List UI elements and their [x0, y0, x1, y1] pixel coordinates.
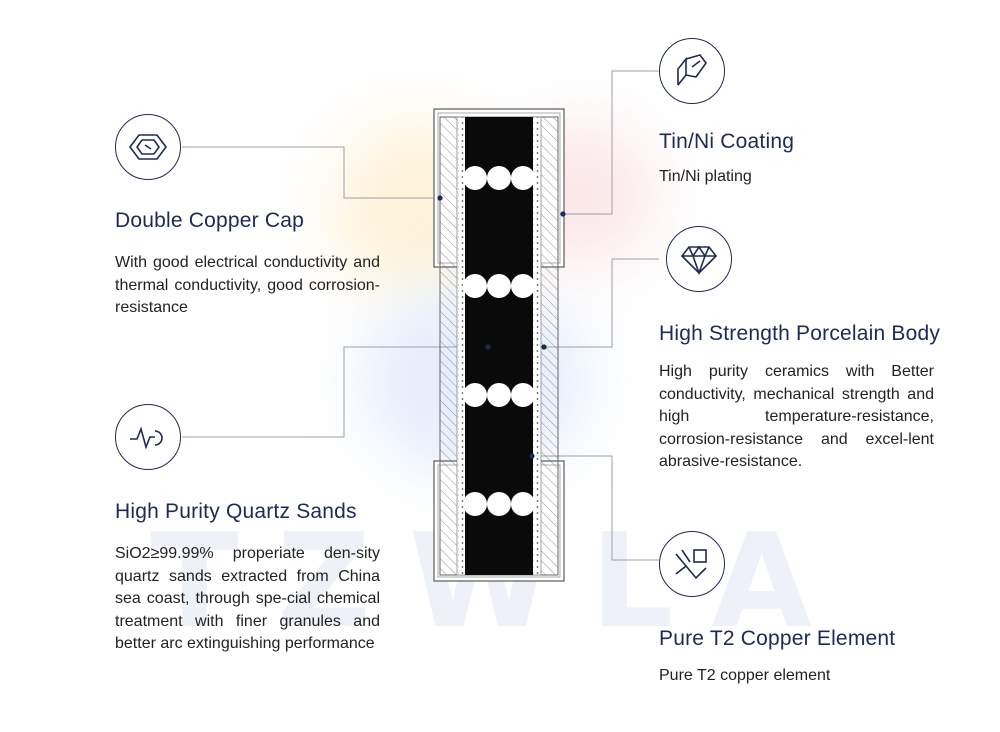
diamond-icon [666, 226, 732, 292]
fuse-body [433, 108, 565, 582]
t2-copper-title: Pure T2 Copper Element [659, 627, 896, 650]
copper-cap-title: Double Copper Cap [115, 209, 305, 232]
fuse-holes [463, 166, 535, 516]
t2-copper-description: Pure T2 copper element [659, 667, 831, 684]
porcelain-description: High purity ceramics with Better conduct… [659, 363, 934, 470]
tin-ni-description: Tin/Ni plating [659, 168, 752, 185]
quartz-sand-title: High Purity Quartz Sands [115, 500, 357, 523]
leader-lines [182, 70, 659, 561]
copper-element-icon [659, 531, 725, 597]
leader-copper-cap [182, 146, 440, 199]
leader-tin-ni [563, 70, 659, 215]
leader-endpoints [437, 195, 566, 459]
leader-t2-copper [532, 455, 659, 561]
hexagon-cap-icon [115, 114, 181, 180]
tin-ni-title: Tin/Ni Coating [659, 130, 795, 153]
leader-quartz-sand [182, 346, 488, 438]
quartz-sand-left [458, 117, 464, 575]
copper-cap-description: With good electrical conductivity and th… [115, 254, 380, 316]
plating-icon [659, 38, 725, 104]
leader-porcelain [544, 258, 659, 348]
quartz-sand-right [533, 117, 539, 575]
waveform-icon [115, 404, 181, 470]
quartz-sand-description: SiO2≥99.99% properiate den-sity quartz s… [115, 545, 380, 652]
porcelain-title: High Strength Porcelain Body [659, 322, 941, 345]
